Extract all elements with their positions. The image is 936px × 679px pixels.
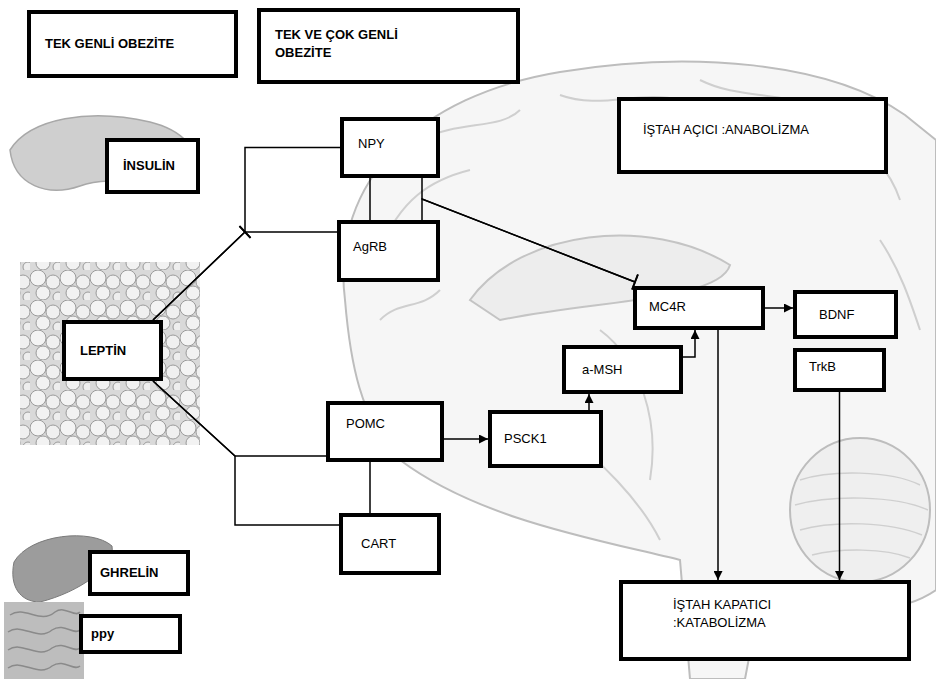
process-box: PSCK1 bbox=[488, 410, 603, 468]
node-label: TrkB bbox=[809, 358, 836, 376]
connector-line bbox=[369, 462, 371, 513]
connector-line bbox=[153, 232, 337, 320]
node-label: NPY bbox=[358, 135, 385, 153]
node-label: LEPTİN bbox=[80, 342, 126, 360]
process-box: MC4R bbox=[633, 286, 765, 330]
connector bbox=[422, 178, 638, 289]
node-label: TEK GENLİ OBEZİTE bbox=[45, 35, 174, 53]
connector bbox=[153, 226, 337, 320]
connector bbox=[589, 394, 590, 410]
process-box: TrkB bbox=[793, 348, 886, 392]
process-box: POMC bbox=[326, 401, 444, 462]
connector-line bbox=[369, 178, 371, 220]
node-label: İNSULİN bbox=[123, 157, 175, 175]
connector-line bbox=[422, 178, 635, 282]
connector bbox=[765, 308, 793, 309]
connector bbox=[444, 439, 488, 440]
process-box: GHRELİN bbox=[88, 550, 190, 596]
connector bbox=[153, 381, 326, 456]
process-box: İNSULİN bbox=[105, 138, 200, 194]
node-label: İŞTAH KAPATICI :KATABOLİZMA bbox=[673, 596, 823, 631]
connector bbox=[370, 178, 371, 220]
node-label: a-MSH bbox=[582, 361, 622, 379]
adipose-tissue-illustration bbox=[20, 262, 200, 445]
node-label: AgRB bbox=[353, 238, 387, 256]
connector-line bbox=[153, 381, 326, 456]
node-label: BDNF bbox=[819, 306, 854, 324]
connector bbox=[153, 381, 339, 525]
process-box: ppy bbox=[79, 614, 182, 654]
intestine-illustration bbox=[4, 602, 84, 679]
process-box: TEK VE ÇOK GENLİ OBEZİTE bbox=[257, 8, 520, 84]
process-box: TEK GENLİ OBEZİTE bbox=[27, 10, 238, 78]
connector-line bbox=[839, 392, 841, 580]
node-label: PSCK1 bbox=[504, 430, 547, 448]
node-label: POMC bbox=[346, 415, 385, 433]
node-label: GHRELİN bbox=[100, 564, 159, 582]
connector-line bbox=[588, 394, 590, 410]
connector-line bbox=[683, 330, 695, 357]
connector bbox=[370, 462, 371, 513]
process-box: CART bbox=[339, 513, 441, 575]
connector-line bbox=[422, 199, 635, 282]
node-label: İŞTAH AÇICI :ANABOLİZMA bbox=[643, 121, 809, 139]
process-box: İŞTAH KAPATICI :KATABOLİZMA bbox=[619, 580, 911, 661]
connector bbox=[683, 330, 695, 357]
process-box: a-MSH bbox=[562, 345, 683, 394]
connector bbox=[718, 330, 719, 580]
process-box: NPY bbox=[340, 117, 440, 178]
process-box: LEPTİN bbox=[62, 320, 163, 381]
inhibition-bar bbox=[239, 226, 250, 238]
node-label: MC4R bbox=[649, 298, 686, 316]
connector bbox=[422, 199, 638, 289]
process-box: İŞTAH AÇICI :ANABOLİZMA bbox=[617, 97, 888, 174]
connector-line bbox=[765, 307, 793, 309]
node-label: TEK VE ÇOK GENLİ OBEZİTE bbox=[275, 26, 425, 61]
connector bbox=[839, 392, 840, 580]
node-label: ppy bbox=[91, 625, 114, 643]
connector-line bbox=[444, 438, 488, 440]
connector-line bbox=[153, 381, 339, 525]
process-box: AgRB bbox=[337, 220, 440, 282]
connector-line bbox=[717, 330, 719, 580]
node-label: CART bbox=[361, 535, 396, 553]
process-box: BDNF bbox=[793, 290, 898, 339]
